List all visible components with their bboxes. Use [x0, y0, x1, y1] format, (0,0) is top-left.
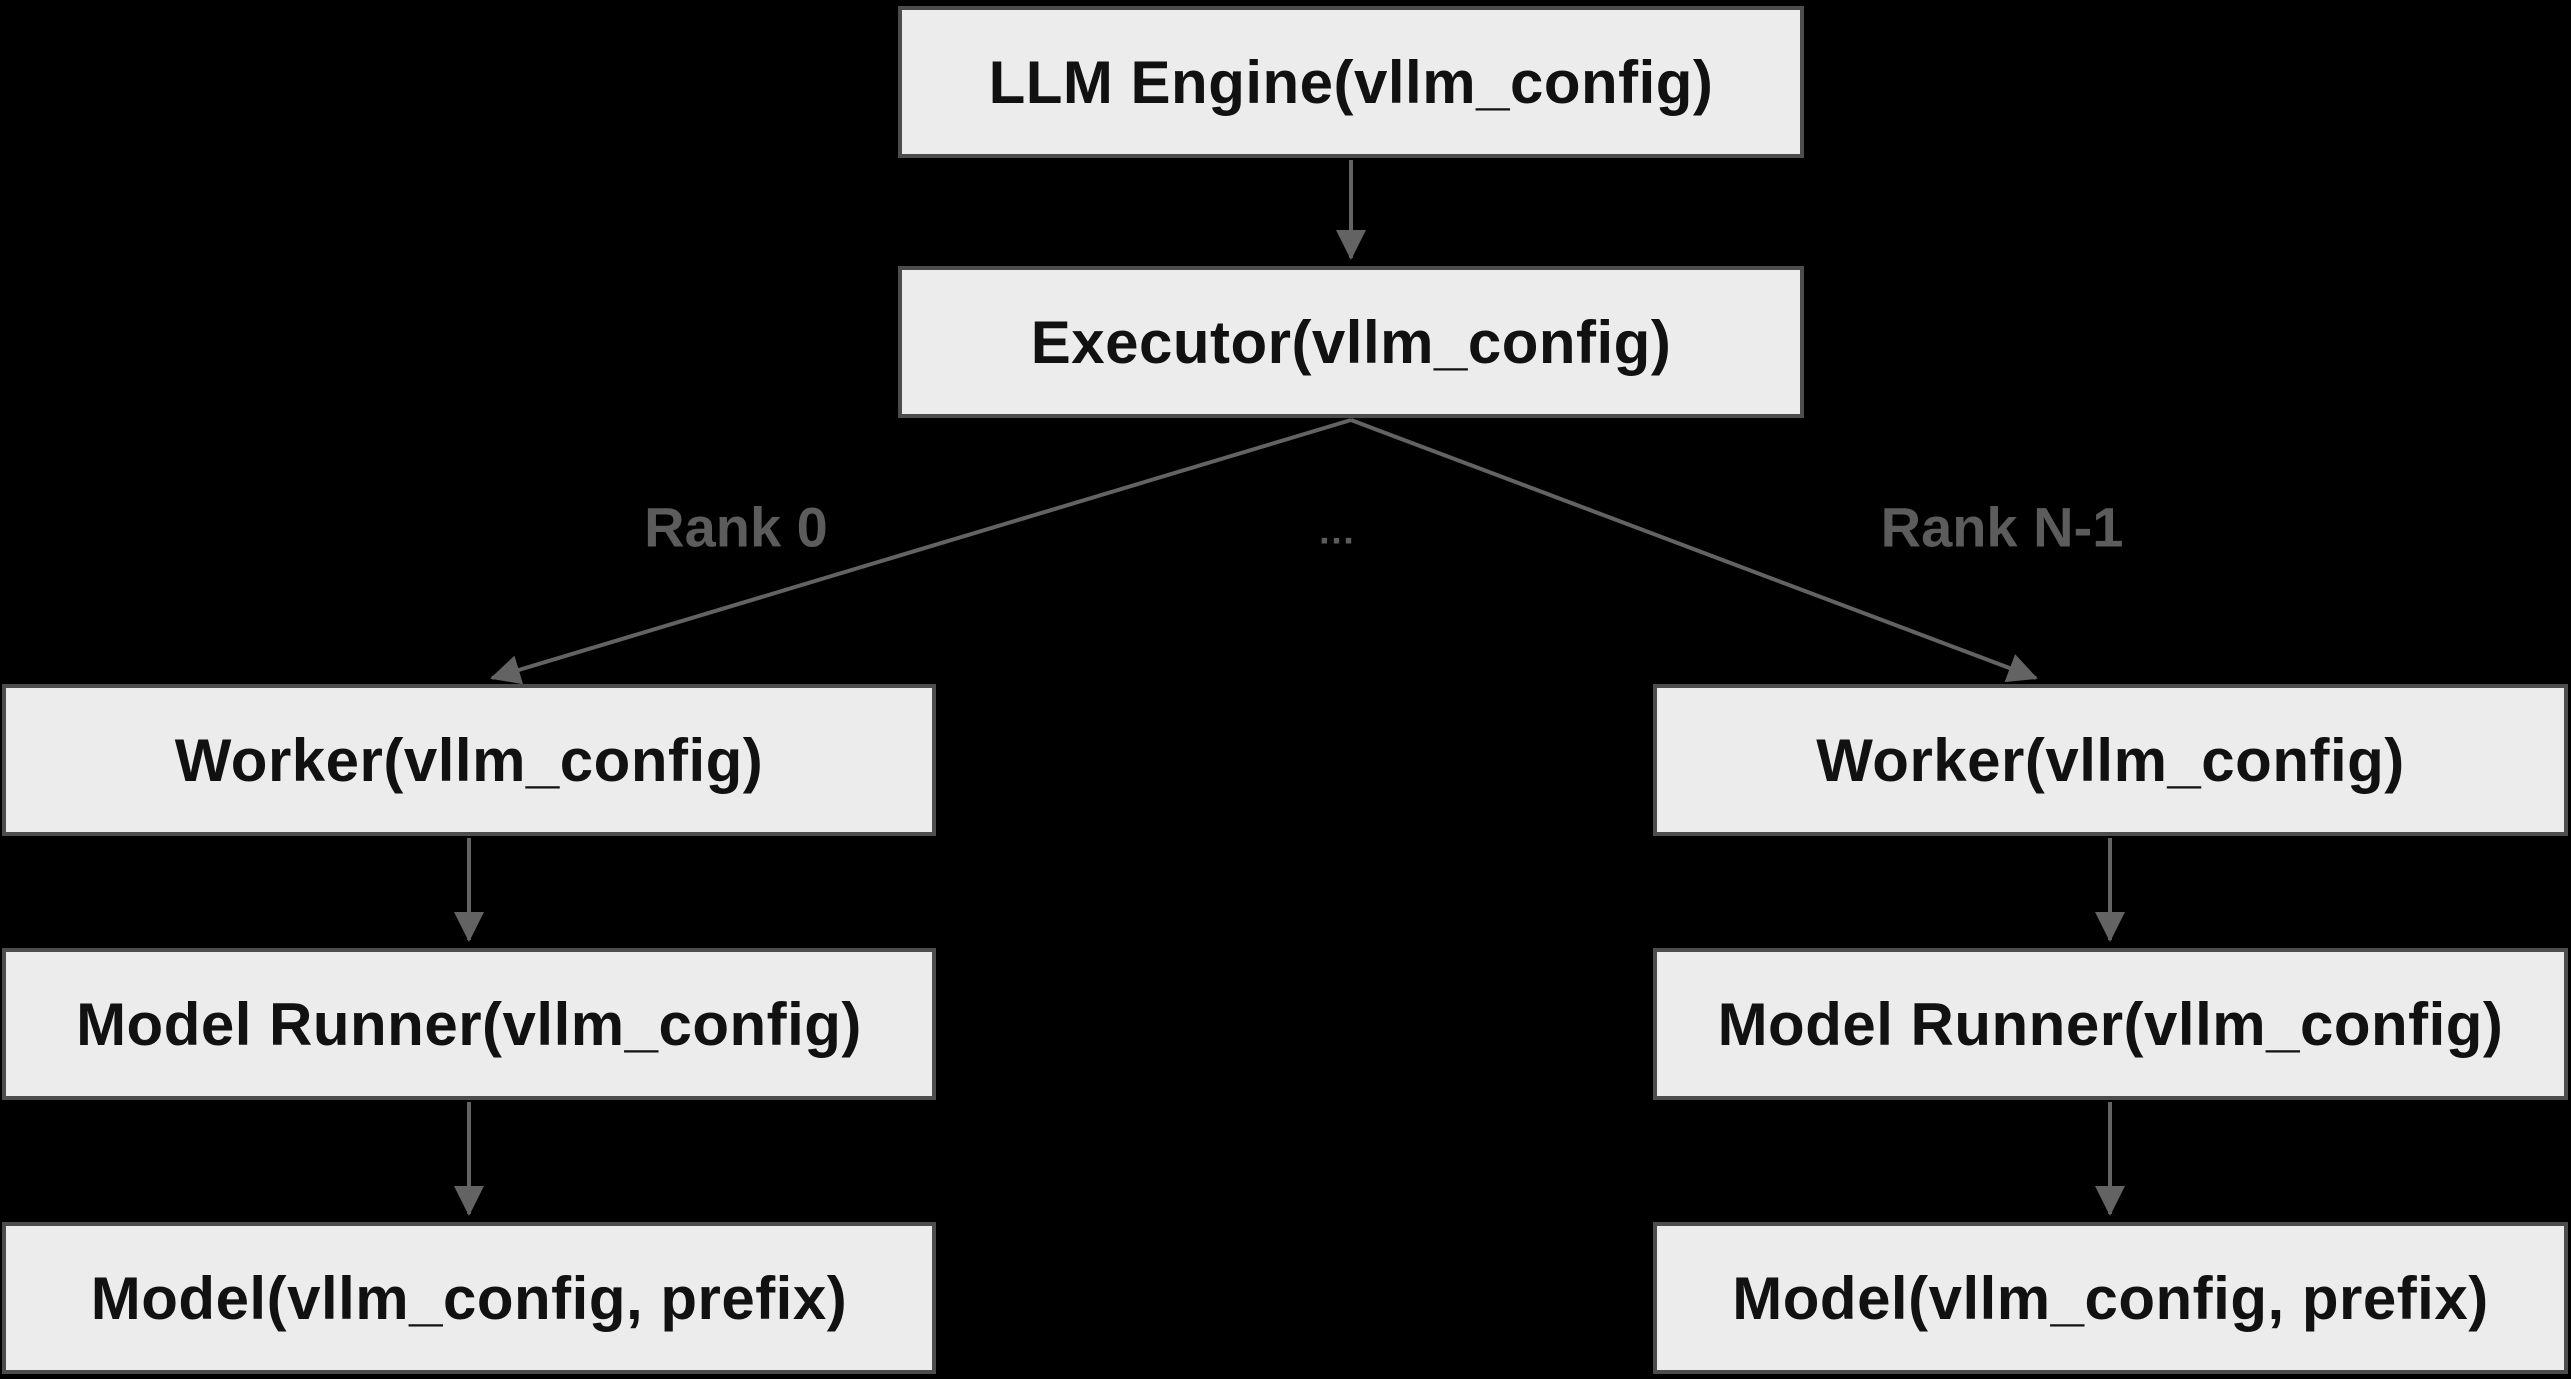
edge-executor-to-worker-rankn1	[1350, 418, 2038, 683]
edge-label-rank-n-1: Rank N-1	[1880, 495, 2124, 559]
node-model-left: Model(vllm_config, prefix)	[2, 1222, 936, 1374]
node-worker-right: Worker(vllm_config)	[1653, 684, 2568, 836]
edge-label-ellipsis: …	[1317, 510, 1359, 553]
node-executor: Executor(vllm_config)	[898, 266, 1804, 418]
node-worker-left: Worker(vllm_config)	[2, 684, 936, 836]
node-model-runner-left: Model Runner(vllm_config)	[2, 948, 936, 1100]
node-model-right: Model(vllm_config, prefix)	[1653, 1222, 2568, 1374]
edge-label-rank-0: Rank 0	[644, 495, 828, 559]
node-model-runner-right: Model Runner(vllm_config)	[1653, 948, 2568, 1100]
edge-executor-to-worker-rank0	[490, 418, 1352, 685]
node-llm-engine: LLM Engine(vllm_config)	[898, 6, 1804, 158]
